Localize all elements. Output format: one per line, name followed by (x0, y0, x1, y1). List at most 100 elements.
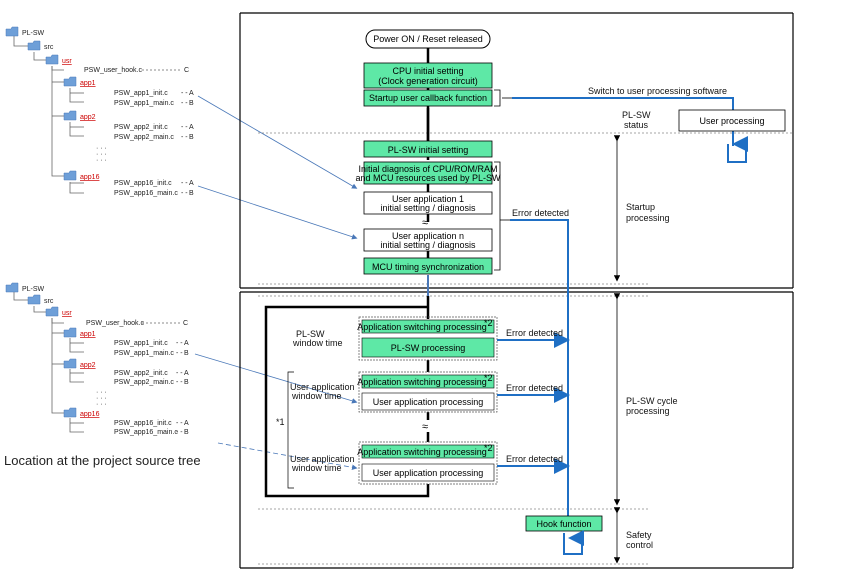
tree-app1-folder: app1 (80, 80, 96, 87)
plsw-window-1: PL-SW (296, 329, 325, 339)
tree-app1-init: PSW_app1_init.c (114, 90, 168, 97)
source-tree-bottom: PL-SW src usr PSW_user_hook.c C app1 PSW… (5, 282, 189, 436)
cpu-initial-sub: (Clock generation circuit) (378, 76, 478, 86)
source-tree-top: PL-SW src usr PSW_user_hook.c C app1 PSW… (5, 26, 194, 197)
user-window-1b: window time (291, 391, 342, 401)
switch-to-user-label: Switch to user processing software (588, 86, 727, 96)
tree-tag-a2: A (184, 370, 189, 377)
cycle-label-2: processing (626, 406, 670, 416)
uan-label-2: initial setting / diagnosis (380, 240, 476, 250)
error-detected-1: Error detected (506, 328, 563, 338)
tree-tag-a: - - (181, 90, 188, 97)
tree-app2-init: PSW_app2_init.c (114, 370, 168, 377)
hook-loop (563, 530, 584, 555)
tree-usr-label: usr (62, 310, 72, 317)
tree-app16-folder: app16 (80, 174, 100, 181)
safety-label-2: control (626, 540, 653, 550)
user-window-2b: window time (291, 463, 342, 473)
tree-app2-main: PSW_app2_main.c (114, 134, 174, 141)
tree-app1-main: PSW_app1_main.c (114, 350, 174, 357)
group-user-n (358, 441, 498, 485)
plsw-processing-label: PL-SW processing (391, 343, 466, 353)
folder-icon (45, 306, 59, 317)
note-1-bracket (287, 371, 294, 489)
tree-app2-init: PSW_app2_init.c (114, 124, 168, 131)
tree-tag-b2: B (184, 379, 189, 386)
plsw-initial-box (363, 140, 493, 158)
break-mark: ≈ (422, 217, 428, 229)
tree-app2-main: PSW_app2_main.c (114, 379, 174, 386)
note-1: *1 (276, 417, 285, 427)
group-plsw (358, 316, 498, 361)
tree-ellipsis: · · · (96, 151, 107, 158)
ua1-label-2: initial setting / diagnosis (380, 203, 476, 213)
tree-tag-a3: A (189, 180, 194, 187)
tree-caption: Location at the project source tree (4, 453, 201, 468)
folder-icon (5, 26, 19, 37)
tree-src-label: src (44, 44, 54, 51)
app-switch-label-2: Application switching processing (357, 377, 487, 387)
note-2: *2 (484, 318, 493, 328)
dash: - - (181, 180, 188, 187)
tree-tag-b2: B (189, 134, 194, 141)
plsw-window-2: window time (292, 338, 343, 348)
tree-app1-main: PSW_app1_main.c (114, 100, 174, 107)
dash: - - (176, 429, 183, 436)
power-on-box (365, 29, 491, 49)
plsw-status-1: PL-SW (622, 110, 651, 120)
dash: - - (176, 370, 183, 377)
tree-ellipsis: · · · (96, 401, 107, 408)
hook-function-label: Hook function (536, 519, 591, 529)
tree-app2-folder: app2 (80, 362, 96, 369)
tree-ellipsis: · · · (96, 395, 107, 402)
folder-icon (45, 54, 59, 65)
error-line (510, 219, 569, 516)
dash: - - (176, 350, 183, 357)
plsw-processing-box (361, 337, 495, 358)
folder-icon (27, 40, 41, 51)
tree-tag-c: C (183, 320, 188, 327)
user-app-processing-label-1: User application processing (373, 397, 484, 407)
diag-label-2: and MCU resources used by PL-SW (355, 173, 501, 183)
tree-tag-a1: A (184, 340, 189, 347)
error-detected-2: Error detected (506, 383, 563, 393)
app-switch-label-1: Application switching processing (357, 322, 487, 332)
folder-icon (63, 170, 77, 181)
dash: - - (181, 124, 188, 131)
ua1-label-1: User application 1 (392, 194, 464, 204)
tree-hook-file: PSW_user_hook.c (84, 67, 142, 74)
uan-label-1: User application n (392, 231, 464, 241)
tree-tag-b: - - (181, 100, 188, 107)
app-switch-box-1 (361, 319, 495, 334)
tree-app16-main: PSW_app16_main.c (114, 429, 178, 436)
flow-frame (239, 12, 794, 569)
tree-app2-folder: app2 (80, 114, 96, 121)
tree-app16-folder: app16 (80, 411, 100, 418)
plsw-status-2: status (624, 120, 649, 130)
startup-callback-label: Startup user callback function (369, 93, 487, 103)
tree-tag-b1: B (184, 350, 189, 357)
connector-line (194, 353, 358, 404)
tree-root-label: PL-SW (22, 286, 45, 293)
folder-icon (63, 327, 77, 338)
tree-tag-c: C (184, 67, 189, 74)
user-app1-box (363, 191, 493, 215)
initial-diagnosis-box (363, 161, 493, 185)
tree-usr-label: usr (62, 58, 72, 65)
power-on-label: Power ON / Reset released (373, 34, 483, 44)
startup-callback-box (363, 89, 493, 107)
note-2: *2 (484, 373, 493, 383)
connector-line (197, 185, 358, 240)
mcu-sync-label: MCU timing synchronization (372, 262, 484, 272)
tree-app16-init: PSW_app16_init.c (114, 180, 172, 187)
user-app-processing-box-1 (361, 392, 495, 411)
dash: - - (176, 340, 183, 347)
user-processing-box (678, 109, 786, 132)
connector-line (217, 442, 358, 471)
folder-icon (63, 110, 77, 121)
tree-ellipsis: · · · (96, 157, 107, 164)
user-appn-box (363, 228, 493, 252)
user-window-1a: User application (290, 382, 355, 392)
tree-ellipsis: · · · (96, 389, 107, 396)
